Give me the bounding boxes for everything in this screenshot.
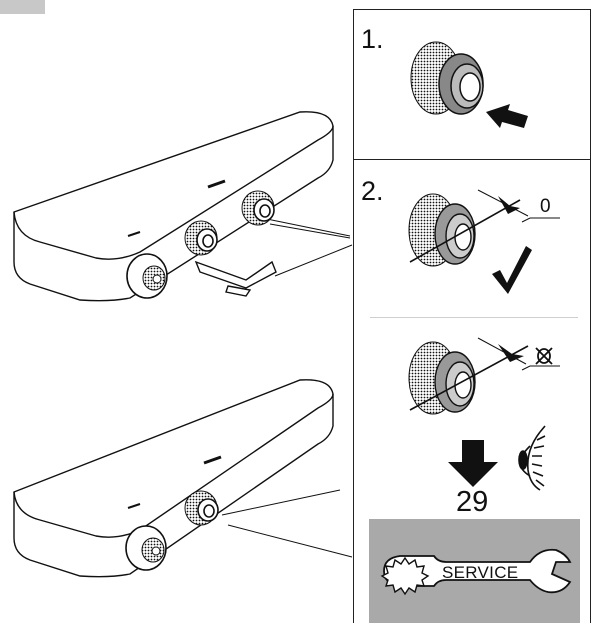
corner-tab bbox=[0, 0, 45, 14]
eye-icon bbox=[518, 425, 546, 491]
cartridge-step1 bbox=[410, 41, 484, 115]
not-zero-icon bbox=[535, 347, 553, 365]
knob-right-top bbox=[241, 190, 275, 226]
check-icon bbox=[492, 246, 532, 294]
panel-subdivider bbox=[370, 317, 578, 318]
step-2-number: 2. bbox=[361, 176, 384, 206]
step-1-number: 1. bbox=[361, 24, 384, 54]
panel-divider bbox=[353, 159, 591, 160]
cartridge-step2-ok bbox=[408, 189, 560, 267]
arrow-right-icon bbox=[486, 104, 528, 128]
arrow-down-icon bbox=[448, 440, 498, 487]
gap-zero-label: 0 bbox=[540, 196, 551, 217]
thermostat-top-view bbox=[13, 111, 353, 302]
knob-left-top bbox=[126, 253, 168, 299]
instruction-panel bbox=[353, 9, 591, 623]
cartridge-step2-not-ok bbox=[408, 337, 560, 415]
page-reference: 29 bbox=[456, 486, 489, 518]
knob-left-bottom bbox=[125, 525, 167, 571]
gear-icon bbox=[380, 556, 430, 596]
knob-middle-top bbox=[184, 220, 218, 256]
knob-middle-bottom bbox=[184, 490, 219, 526]
thermostat-bottom-view bbox=[13, 379, 353, 578]
service-label: SERVICE bbox=[442, 563, 519, 582]
